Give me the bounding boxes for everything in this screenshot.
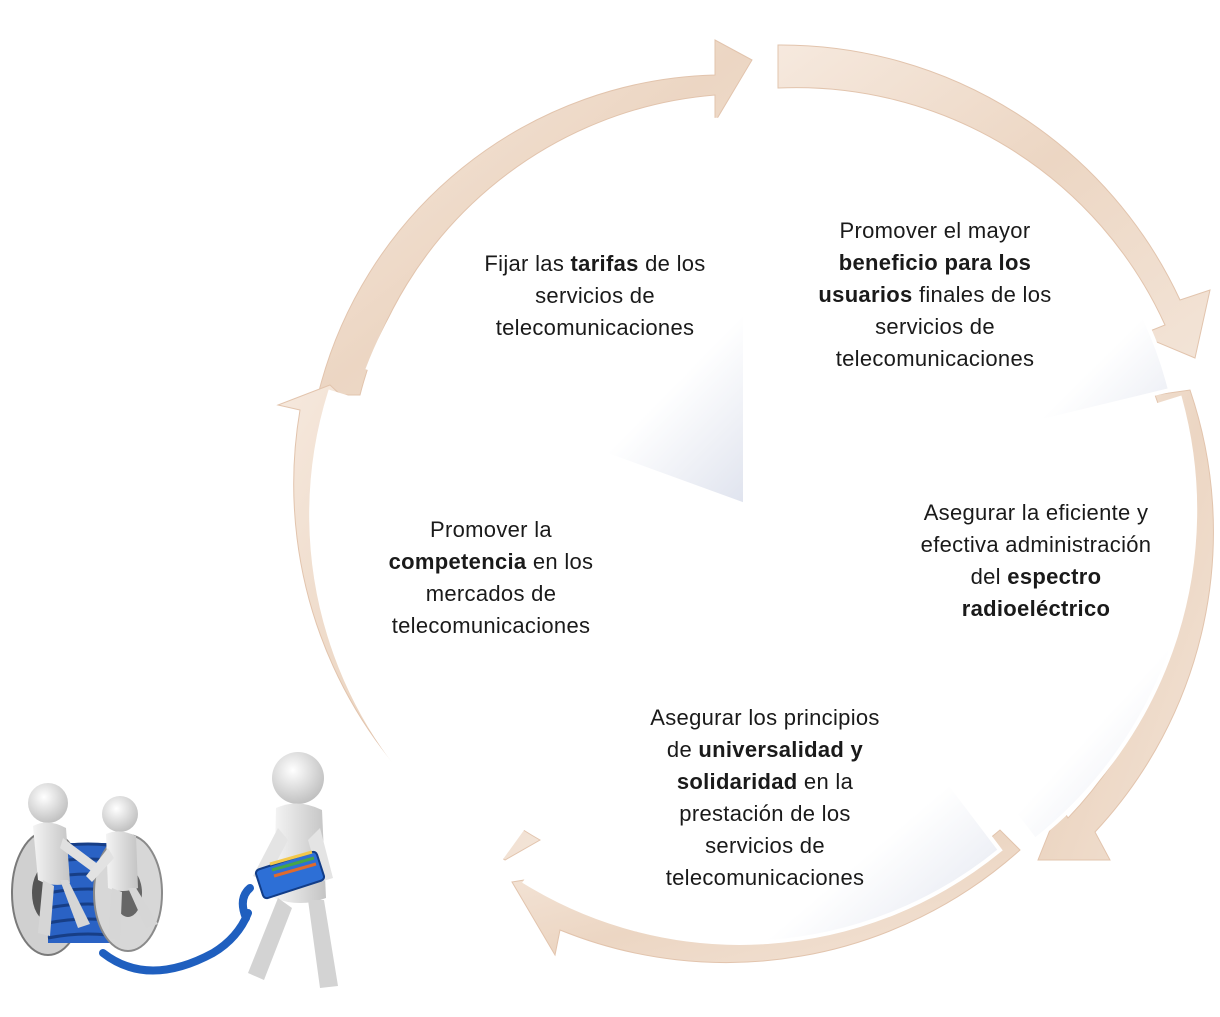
- segment-keyword: competencia: [388, 549, 527, 574]
- arrow-top-right: [777, 44, 1211, 359]
- segment-text-run: Fijar las: [484, 251, 571, 276]
- segment-beneficio: [776, 92, 1173, 488]
- segment-text-run: Promover la: [430, 517, 552, 542]
- segment-universalidad: [522, 536, 1003, 945]
- segment-text-run: Promover el mayor: [839, 218, 1031, 243]
- segment-text-run: Asegurar la eficiente y efectiva adminis…: [920, 500, 1152, 589]
- segment-text-espectro: Asegurar la eficiente y efectiva adminis…: [905, 497, 1167, 625]
- segment-text-run: de los servicios de telecomunicaciones: [495, 251, 706, 340]
- segment-keyword: espectro radioeléctrico: [961, 564, 1111, 621]
- segment-tarifas: [365, 117, 747, 508]
- segment-text-tarifas: Fijar las tarifas de los servicios de te…: [445, 248, 745, 344]
- segment-competencia: [309, 389, 749, 863]
- cycle-segments: [309, 92, 1198, 945]
- segment-text-competencia: Promover la competencia en los mercados …: [360, 514, 622, 642]
- segment-text-beneficio: Promover el mayor beneficio para los usu…: [790, 215, 1080, 375]
- people-pulling-network-cable-icon: [11, 752, 338, 988]
- segment-text-run: en los mercados de telecomunicaciones: [391, 549, 594, 638]
- segment-espectro: [786, 395, 1198, 843]
- segment-keyword: beneficio para los usuarios: [818, 250, 1032, 307]
- segment-text-universalidad: Asegurar los principios de universalidad…: [640, 702, 890, 894]
- segment-text-run: finales de los servicios de telecomunica…: [835, 282, 1052, 371]
- segment-keyword: tarifas: [570, 251, 639, 276]
- segment-text-run: Asegurar los principios de: [650, 705, 880, 762]
- segment-text-run: en la prestación de los servicios de tel…: [665, 769, 865, 890]
- arrow-top-left: [317, 39, 753, 396]
- segment-keyword: universalidad y solidaridad: [676, 737, 864, 794]
